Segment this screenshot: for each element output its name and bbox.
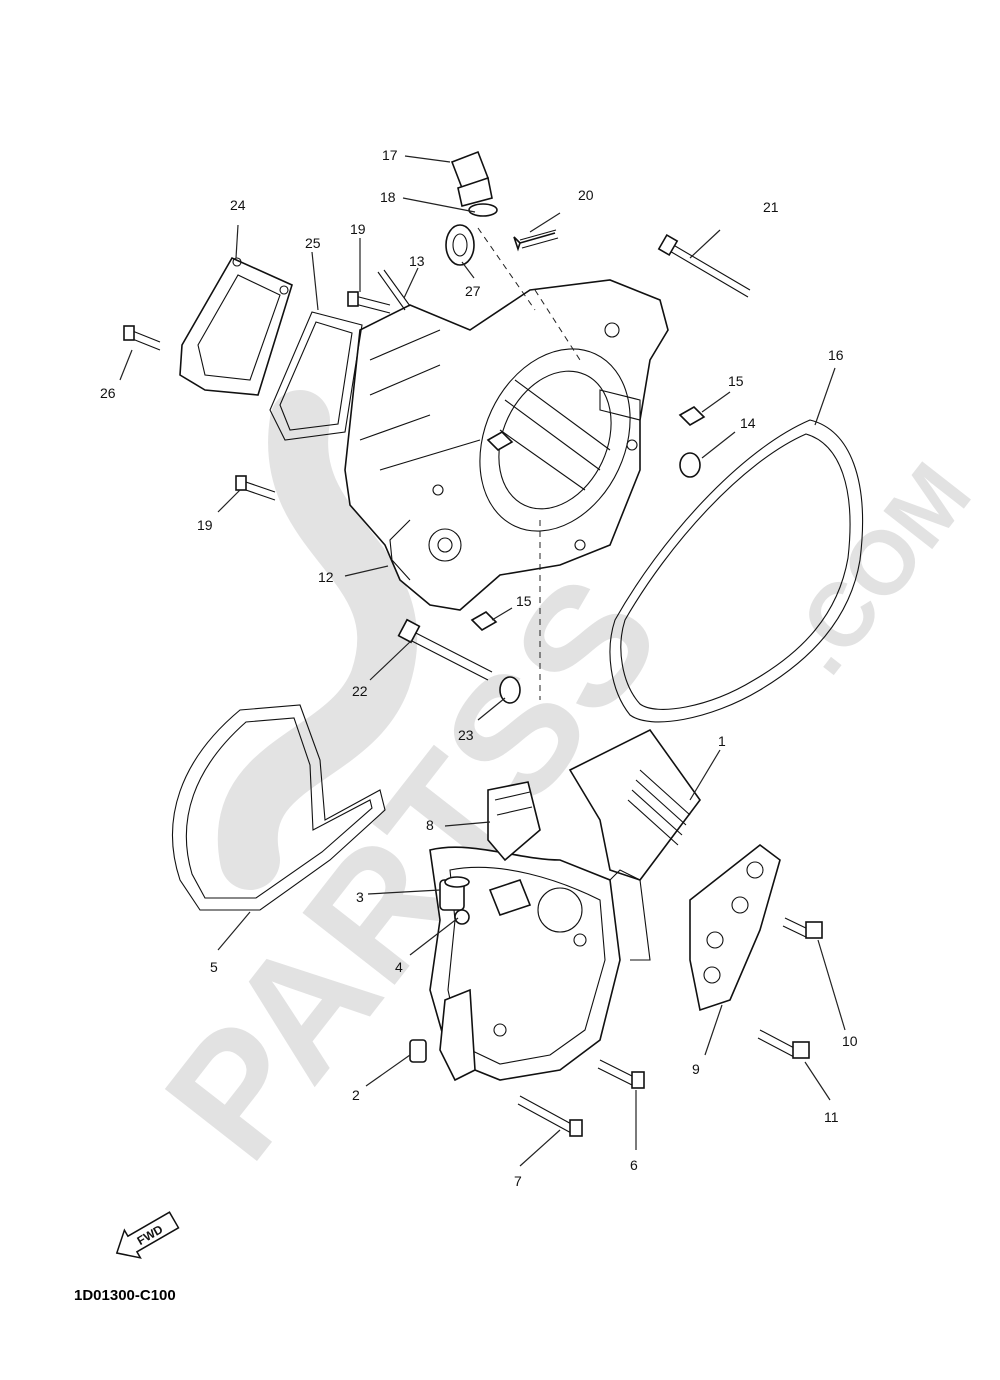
callout-12: 12 bbox=[318, 569, 334, 585]
bolts-upper bbox=[123, 229, 751, 704]
callout-9: 9 bbox=[692, 1061, 700, 1077]
oil-seal bbox=[445, 224, 475, 266]
callout-14: 14 bbox=[740, 415, 756, 431]
callout-27: 27 bbox=[465, 283, 481, 299]
fwd-arrow: FWD bbox=[115, 1211, 180, 1259]
callout-25: 25 bbox=[305, 235, 321, 251]
clutch-cover-lower bbox=[429, 846, 621, 1082]
callout-22: 22 bbox=[352, 683, 368, 699]
watermark-suffix: .COM bbox=[767, 446, 990, 693]
callout-26: 26 bbox=[100, 385, 116, 401]
callout-8: 8 bbox=[426, 817, 434, 833]
callout-18: 18 bbox=[380, 189, 396, 205]
callout-20: 20 bbox=[578, 187, 594, 203]
callout-7: 7 bbox=[514, 1173, 522, 1189]
dowel-15c bbox=[470, 611, 498, 631]
leader-lines bbox=[119, 155, 846, 1167]
o-ring bbox=[468, 203, 498, 217]
damper-8 bbox=[487, 781, 541, 862]
inspection-cover bbox=[179, 256, 293, 396]
reference-code: 1D01300-C100 bbox=[74, 1287, 176, 1304]
callout-13: 13 bbox=[409, 253, 425, 269]
callout-6: 6 bbox=[630, 1157, 638, 1173]
callout-5: 5 bbox=[210, 959, 218, 975]
bracket-9 bbox=[689, 843, 781, 1012]
oil-filler-cap bbox=[445, 150, 498, 266]
seal-14 bbox=[679, 452, 701, 478]
callout-3: 3 bbox=[356, 889, 364, 905]
callout-10: 10 bbox=[842, 1033, 858, 1049]
guard-1 bbox=[568, 728, 701, 961]
callout-4: 4 bbox=[395, 959, 403, 975]
callout-21: 21 bbox=[763, 199, 779, 215]
callout-1: 1 bbox=[718, 733, 726, 749]
cover-gasket-16 bbox=[609, 419, 864, 723]
callout-11: 11 bbox=[824, 1109, 839, 1125]
bolts-lower bbox=[517, 917, 823, 1137]
callout-2: 2 bbox=[352, 1087, 360, 1103]
callout-16: 16 bbox=[828, 347, 844, 363]
callout-15a: 15 bbox=[728, 373, 744, 389]
callout-24: 24 bbox=[230, 197, 246, 213]
lower-small-parts bbox=[409, 876, 470, 1063]
dowel-15a bbox=[486, 431, 514, 451]
callout-19a: 19 bbox=[350, 221, 366, 237]
washer-23 bbox=[499, 676, 521, 704]
inspection-gasket bbox=[269, 311, 363, 441]
callout-15b: 15 bbox=[516, 593, 532, 609]
gasket-5 bbox=[171, 704, 386, 911]
callout-labels: 17 18 27 20 21 19 13 24 25 26 19 12 15 1… bbox=[100, 147, 858, 1189]
callout-17: 17 bbox=[382, 147, 398, 163]
dowel-15b bbox=[678, 406, 706, 426]
callout-23: 23 bbox=[458, 727, 474, 743]
callout-19b: 19 bbox=[197, 517, 213, 533]
